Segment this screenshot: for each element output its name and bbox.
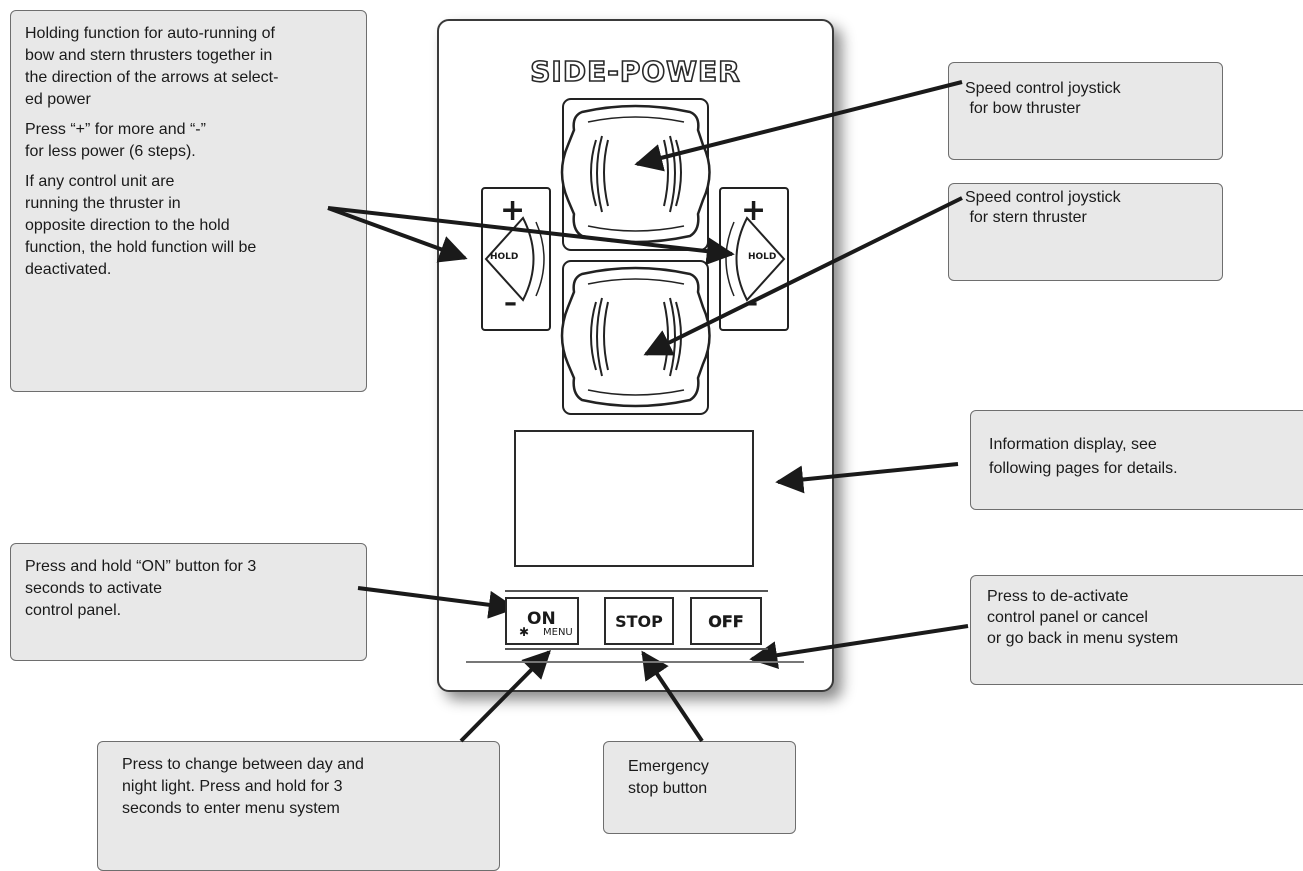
callout-hold-function: Holding function for auto-running of bow… — [10, 10, 367, 392]
callout-info-display: Information display, see following pages… — [970, 410, 1303, 510]
leader-stern — [643, 196, 963, 356]
leader-bow — [634, 80, 963, 172]
off-button-label: OFF — [708, 611, 744, 631]
callout-hold-description: Holding function for auto-running of bow… — [25, 25, 279, 108]
off-button[interactable]: OFF — [690, 597, 762, 645]
callout-on-text: Press and hold “ON” button for 3 seconds… — [25, 558, 257, 619]
information-display — [514, 430, 754, 567]
brand-logo: SIDE-POWER — [529, 54, 741, 89]
callout-off-text: Press to de-activate control panel or ca… — [987, 588, 1179, 647]
callout-hold-power-steps: Press “+” for more and “-” for less powe… — [25, 121, 206, 160]
on-button-label: ON — [527, 609, 556, 629]
leader-hold-right — [327, 206, 735, 266]
hold-left-plus: + — [500, 193, 526, 228]
callout-bow-joystick: Speed control joystick for bow thruster — [948, 62, 1223, 160]
leader-display — [775, 462, 959, 494]
callout-stop-button: Emergency stop button — [603, 741, 796, 834]
leader-on — [357, 586, 517, 619]
callout-stop-text: Emergency stop button — [628, 758, 709, 797]
hold-left-minus: – — [504, 288, 517, 318]
callout-stern-joystick: Speed control joystick for stern thruste… — [948, 183, 1223, 281]
leader-hold-left — [327, 206, 468, 263]
callout-bow-text: Speed control joystick for bow thruster — [965, 80, 1121, 117]
menu-button-label: MENU — [543, 627, 573, 638]
panel-base-line — [466, 661, 804, 663]
leader-day-night — [459, 650, 551, 743]
hold-right-minus: – — [745, 288, 758, 318]
callout-off-button: Press to de-activate control panel or ca… — [970, 575, 1303, 685]
button-rail-top — [505, 590, 768, 592]
leader-lines — [327, 80, 969, 743]
bow-joystick[interactable] — [560, 98, 711, 251]
callout-day-night-text: Press to change between day and night li… — [122, 756, 364, 817]
hold-right-label: HOLD — [748, 252, 777, 262]
button-rail-bottom — [505, 648, 768, 650]
stop-button[interactable]: STOP — [604, 597, 674, 645]
callout-hold-deactivation: If any control unit are running the thru… — [25, 173, 257, 278]
leader-off — [749, 624, 969, 670]
stop-button-label: STOP — [615, 611, 663, 631]
callout-on-button: Press and hold “ON” button for 3 seconds… — [10, 543, 367, 661]
hold-left-label: HOLD — [490, 252, 519, 262]
hold-right-plus: + — [741, 193, 767, 228]
callout-stern-text: Speed control joystick for stern thruste… — [965, 189, 1121, 226]
callout-info-text: Information display, see following pages… — [989, 436, 1178, 477]
hold-left-button[interactable] — [481, 187, 551, 331]
leader-stop — [641, 650, 704, 743]
stern-joystick[interactable] — [560, 260, 711, 415]
on-menu-button[interactable]: ✱ ON MENU — [505, 597, 579, 645]
sun-icon: ✱ — [519, 625, 530, 639]
